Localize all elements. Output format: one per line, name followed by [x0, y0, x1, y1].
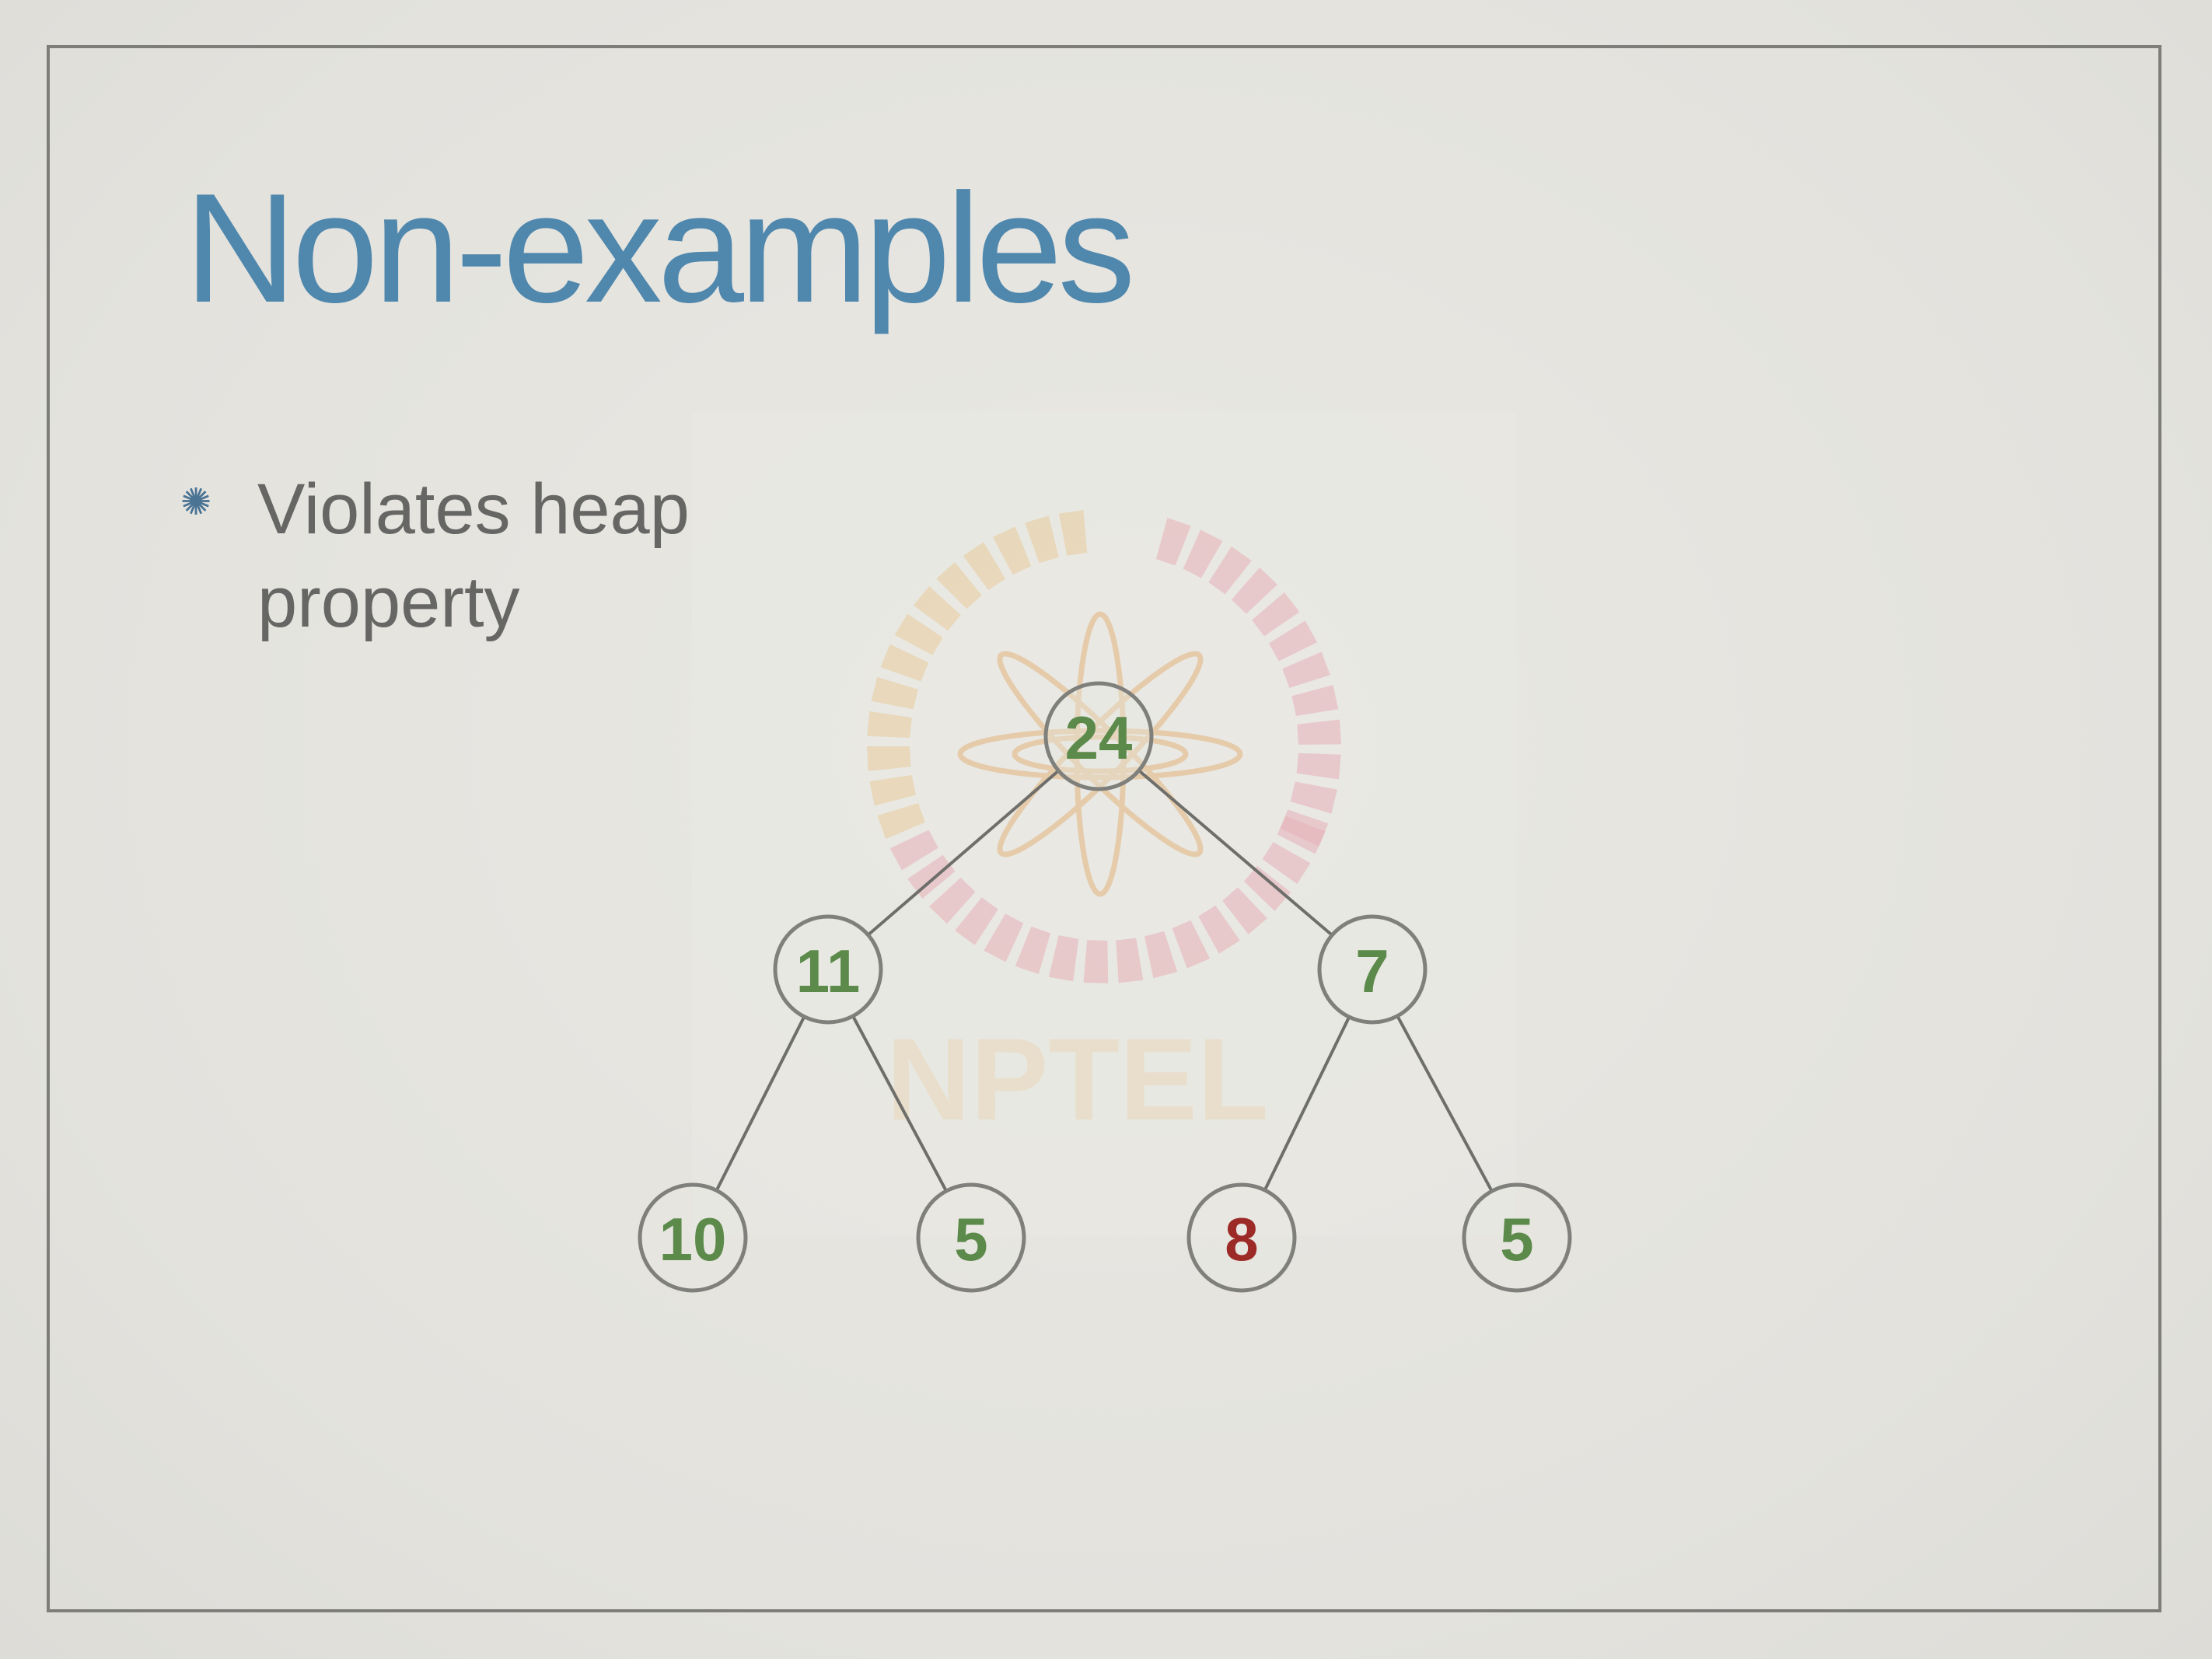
- bullet-text: Violates heap property: [257, 470, 690, 642]
- tree-node: 5: [916, 1182, 1026, 1293]
- logo-ring-segment: [1198, 905, 1240, 954]
- logo-ring-segment: [1144, 931, 1178, 979]
- logo-ring-segment: [1116, 938, 1144, 983]
- logo-ring-segment: [889, 830, 938, 871]
- tree-nodes: 24 11 7 10 5 8 5: [638, 681, 1572, 1293]
- logo-ring-segment: [1243, 865, 1291, 911]
- logo-ring-segment: [880, 644, 929, 682]
- logo-ring-segment: [984, 913, 1024, 962]
- logo-ring-segment: [913, 585, 961, 631]
- logo-ring-segment: [1183, 529, 1223, 578]
- node-label: 10: [659, 1205, 727, 1273]
- node-label: 11: [796, 937, 860, 1005]
- logo-ring-segment: [992, 526, 1032, 575]
- logo-ring-segment: [907, 854, 956, 899]
- logo-ring-segment: [1155, 518, 1191, 566]
- tree-edge: [715, 1015, 806, 1192]
- logo-ring-segment: [1280, 809, 1329, 847]
- tree-edge: [1263, 1016, 1351, 1191]
- node-circle: [1462, 1182, 1572, 1293]
- logo-ring-segment: [1222, 887, 1267, 934]
- tree-node: 11: [773, 914, 883, 1025]
- logo-ring-segment: [963, 542, 1006, 591]
- logo-flower: [957, 611, 1243, 897]
- logo-ring-segment: [955, 897, 998, 945]
- logo-ring-segment: [894, 613, 943, 655]
- node-circle: [1043, 681, 1154, 791]
- slide-title: Non-examples: [184, 162, 1135, 335]
- tree-edge: [851, 1015, 948, 1192]
- logo-ring-segment: [869, 774, 916, 806]
- logo-ring-segment: [1277, 816, 1326, 854]
- logo-ring-segment: [1025, 515, 1059, 564]
- node-label: 5: [1500, 1205, 1533, 1273]
- logo-ring-segment: [867, 711, 912, 739]
- node-circle: [638, 1182, 748, 1293]
- logo-ring-segment: [929, 877, 976, 924]
- logo-ring-segment: [1058, 510, 1088, 556]
- logo-ring-segment: [1290, 781, 1337, 814]
- logo-ring-segment: [877, 803, 925, 840]
- logo-ring-segment: [1291, 685, 1339, 716]
- logo-ring-segment: [1208, 546, 1252, 595]
- logo-ring-segment: [1282, 651, 1330, 688]
- nptel-logo-watermark: NPTEL: [867, 510, 1341, 1144]
- logo-ring-segment: [1252, 592, 1300, 637]
- logo-ring: [867, 510, 1341, 983]
- logo-ring-segment: [1083, 940, 1109, 983]
- tree-node: 10: [638, 1182, 748, 1293]
- bullet-asterisk-icon: ✺: [180, 480, 212, 524]
- tree-node: 8: [1186, 1182, 1297, 1293]
- node-label: 5: [954, 1205, 987, 1273]
- node-label: 24: [1065, 704, 1133, 772]
- watermark-text: NPTEL: [886, 1014, 1269, 1144]
- slide-frame: [47, 45, 2161, 1612]
- logo-ring-segment: [1172, 920, 1211, 969]
- node-circle: [1317, 914, 1427, 1025]
- node-circle: [773, 914, 883, 1025]
- logo-ring-segment: [1262, 842, 1311, 885]
- tree-edge: [1137, 769, 1333, 937]
- tree-edges: [715, 769, 1494, 1193]
- tree-edge: [867, 769, 1060, 937]
- logo-ring-segment: [1296, 753, 1341, 780]
- node-label-violation: 8: [1225, 1205, 1258, 1273]
- logo-ring-segment: [1015, 926, 1051, 975]
- tree-node: 24: [1043, 681, 1154, 791]
- logo-ring-segment: [871, 676, 918, 710]
- tree-edge: [1396, 1015, 1494, 1193]
- tree-node: 7: [1317, 914, 1427, 1025]
- logo-ring-segment: [1232, 567, 1278, 614]
- logo-ring-segment: [1048, 935, 1079, 982]
- logo-ring-segment: [867, 746, 911, 771]
- node-circle: [1186, 1182, 1297, 1293]
- logo-ring-segment: [1297, 719, 1341, 745]
- watermark-panel: [692, 412, 1516, 1236]
- node-circle: [916, 1182, 1026, 1293]
- tree-node: 5: [1462, 1182, 1572, 1293]
- logo-ring-segment: [936, 561, 982, 609]
- node-label: 7: [1355, 937, 1389, 1005]
- logo-ring-segment: [1269, 620, 1318, 662]
